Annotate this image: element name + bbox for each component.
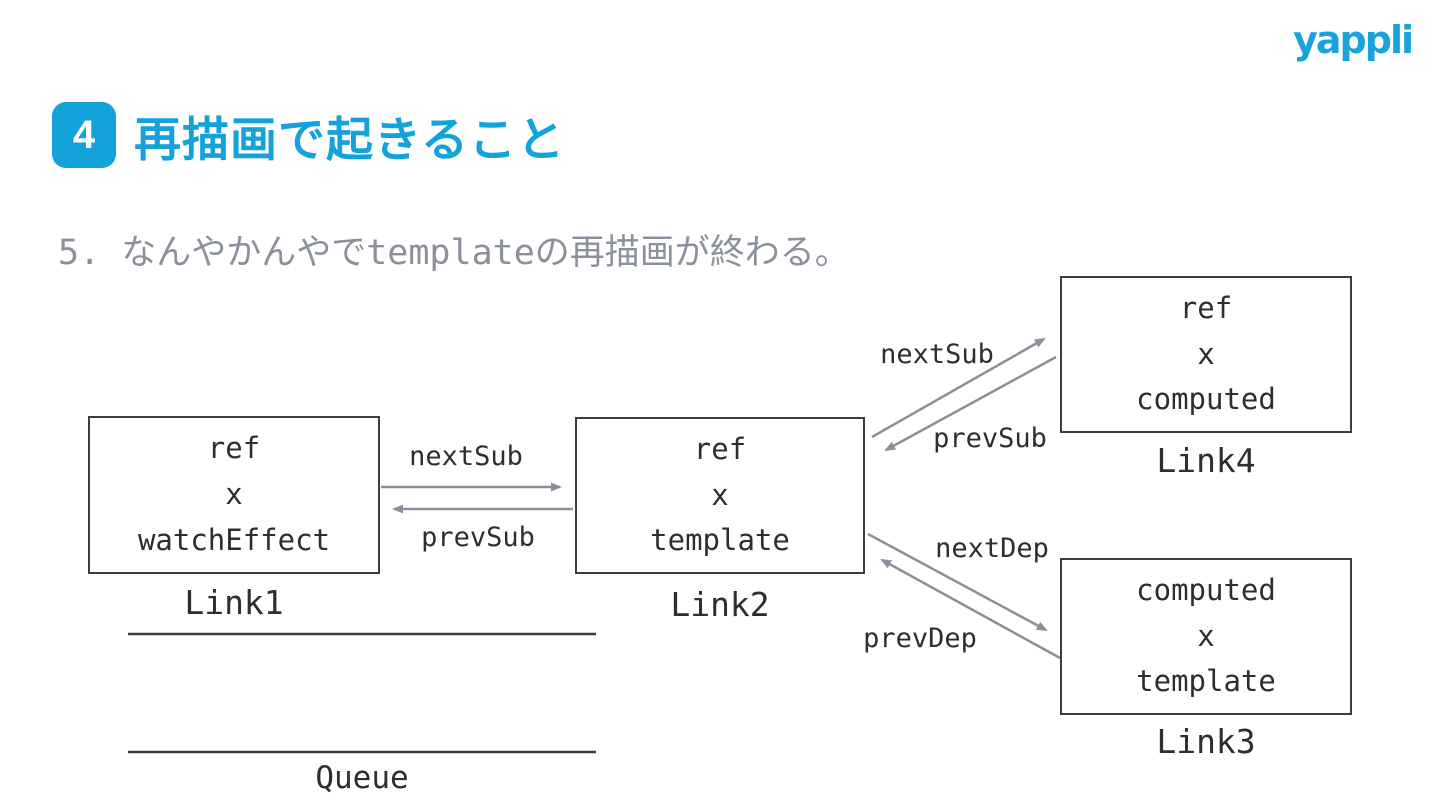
- node-computed-template: computed x template: [1060, 558, 1352, 715]
- link1-caption: Link1: [184, 583, 284, 622]
- arrow-prevsub-link4-link2: [884, 355, 1057, 452]
- arrow-nextsub-link2-link4: [871, 337, 1046, 439]
- edge-label-nextdep: nextDep: [935, 533, 1049, 564]
- queue-caption: Queue: [315, 760, 409, 796]
- link3-caption: Link3: [1156, 722, 1256, 761]
- arrow-nextdep-link2-link3: [867, 532, 1048, 632]
- node-line: template: [1136, 664, 1276, 699]
- node-line: computed: [1136, 572, 1276, 607]
- node-line: ref: [1179, 290, 1233, 325]
- page-title: 再描画で起きること: [134, 112, 566, 166]
- node-line: ref: [207, 431, 261, 466]
- edge-label-nextsub-left: nextSub: [409, 441, 523, 472]
- node-line: computed: [1136, 382, 1276, 417]
- step-description: 5. なんやかんやでtemplateの再描画が終わる。: [58, 233, 850, 273]
- link4-caption: Link4: [1156, 441, 1256, 480]
- node-line: template: [650, 523, 790, 558]
- node-line: x: [225, 477, 243, 512]
- node-line: x: [1197, 336, 1215, 371]
- edge-label-prevsub-upper: prevSub: [933, 423, 1047, 454]
- node-ref-watcheffect: ref x watchEffect: [88, 416, 380, 574]
- section-number-badge: 4: [52, 102, 116, 168]
- edge-label-nextsub-upper: nextSub: [880, 339, 994, 370]
- link2-caption: Link2: [670, 585, 770, 624]
- node-line: x: [711, 477, 729, 512]
- node-line: watchEffect: [137, 522, 331, 557]
- yappli-logo: yappli: [1293, 18, 1414, 62]
- node-ref-template: ref x template: [575, 417, 865, 574]
- node-line: ref: [693, 431, 747, 466]
- arrow-prevdep-link3-link2: [880, 558, 1061, 660]
- node-ref-computed: ref x computed: [1060, 276, 1352, 433]
- node-line: x: [1197, 618, 1215, 653]
- edge-label-prevdep: prevDep: [863, 623, 977, 654]
- edge-label-prevsub-left: prevSub: [421, 522, 535, 553]
